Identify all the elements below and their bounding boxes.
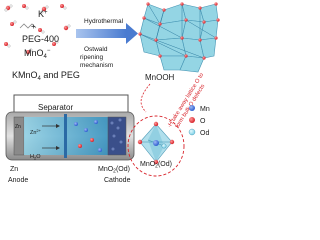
peg-label: PEG-400 [22,34,59,44]
anode-plate [13,116,25,156]
anode-label: Anode [8,177,28,184]
cathode-material-label: MnO2(Od) [98,166,130,175]
o-atom-bottom [153,159,159,165]
cathode-plate [107,116,127,156]
mnooh-label: MnOOH [145,73,175,82]
external-circuit [13,94,129,118]
legend-swatch-mn [189,105,195,111]
legend-label-od: Od [200,130,209,137]
step-ostwald-2: ripening [80,54,104,61]
od-defect-atom [161,143,167,149]
link-arrow [140,83,151,113]
crystal-oxygen-atoms [138,2,220,60]
diagram-svg: K+ + PEG-400 MnO4− KMnO4 and PEG Hydroth… [4,2,220,184]
separator-membrane [64,114,67,158]
peg-chain [19,23,37,29]
legend-swatch-od [188,128,196,136]
legend-label-mn: Mn [200,106,210,113]
defect-octahedron [137,121,175,165]
o-atom-top [153,121,159,127]
octahedra [139,3,219,73]
zn-plate-label: Zn [15,124,21,130]
separator-label: Separator [38,103,73,112]
ion-particles [74,120,102,152]
mnooh-crystal [138,2,220,73]
step-ostwald-3: mechanism [80,62,113,69]
defect-label: MnO2(Od) [140,161,172,170]
cathode-label: Cathode [104,177,131,184]
step-ostwald-1: Ostwald [84,46,108,53]
k-ion-label: K+ [38,9,48,19]
step-hydrothermal: Hydrothermal [84,18,124,25]
h2o-label: H2O [30,154,41,161]
figure: K+ + PEG-400 MnO4− KMnO4 and PEG Hydroth… [4,2,220,184]
legend: Mn O Od [188,105,210,137]
defect-zoom [127,115,185,177]
permanganate-label: MnO4− [24,48,51,60]
legend-swatch-o [189,117,195,123]
o-atom-left [137,139,143,145]
zn-ion-label: Zn2+ [30,128,42,136]
legend-label-o: O [200,118,206,125]
battery-cell [5,94,135,161]
reactants-caption: KMnO4 and PEG [12,70,80,82]
plus-sign: + [31,22,36,31]
defect-dashed-border [127,115,185,177]
reactant-molecules [4,4,71,54]
mn-atom [153,140,159,146]
molecule-hydrogens [4,4,71,52]
synthesis-arrow [76,23,138,44]
anode-metal-label: Zn [10,166,18,173]
crystal-edges [139,3,217,59]
molecule-cluster [4,4,69,54]
cathode-particles [110,118,123,151]
o-atom-right [169,139,175,145]
